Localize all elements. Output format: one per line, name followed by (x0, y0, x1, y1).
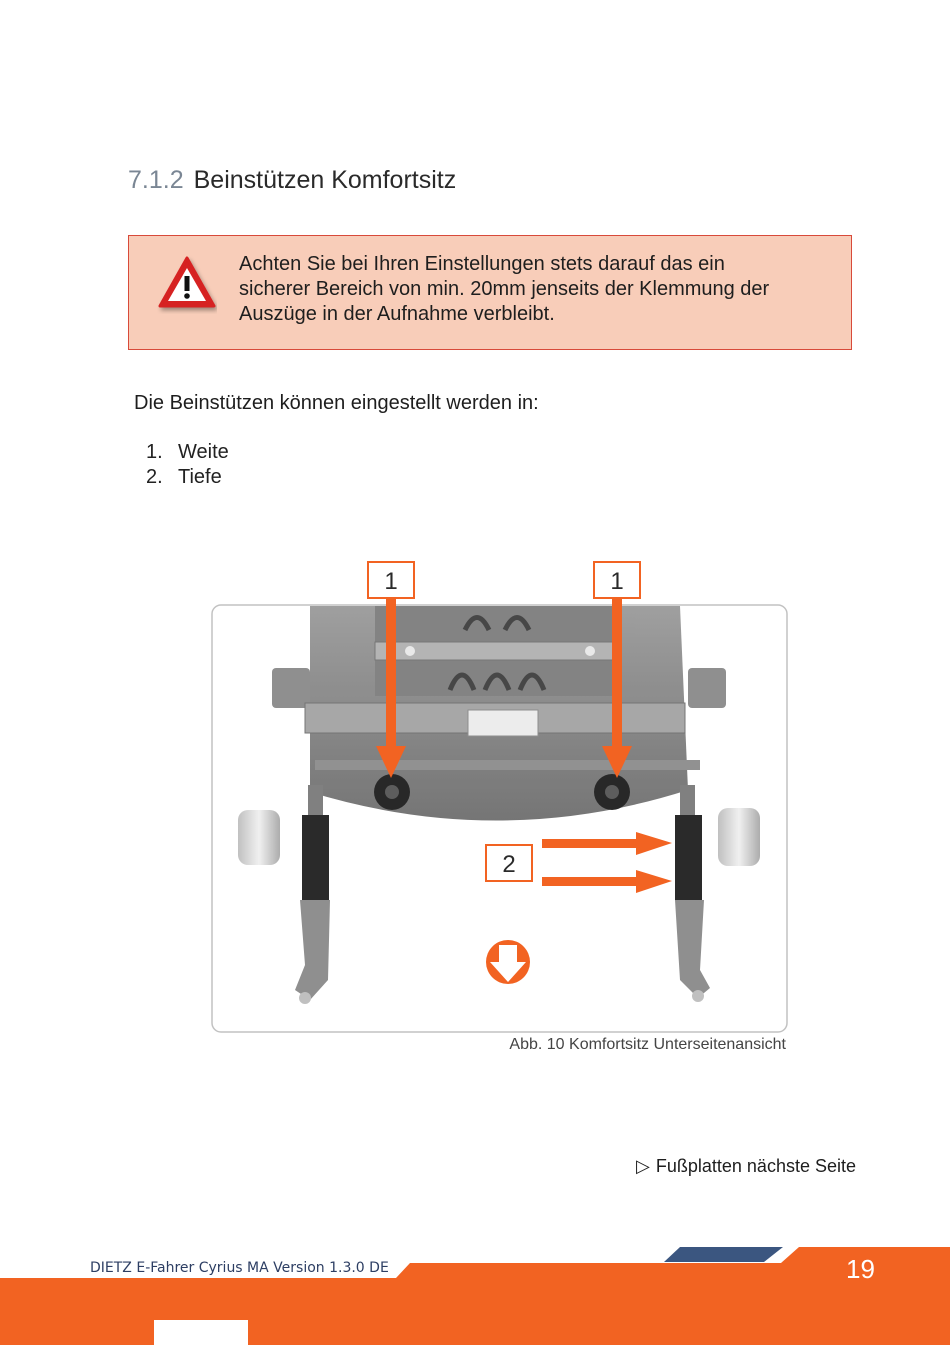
arrow-shaft (542, 877, 640, 886)
list-item: 1. Weite (146, 440, 229, 465)
callout-label: 1 (384, 568, 397, 595)
figure-caption: Abb. 10 Komfortsitz Unterseitenansicht (509, 1036, 786, 1053)
arrow-head-down-icon (602, 746, 632, 778)
callout-label: 1 (610, 568, 623, 595)
arrow-head-down-icon (376, 746, 406, 778)
seat-underside-figure: 1 1 2 (211, 561, 788, 1033)
list-number: 2. (146, 466, 163, 488)
callout-box-1-left (367, 561, 415, 599)
footer-tab (154, 1320, 248, 1345)
warning-line: Auszüge in der Aufnahme verbleibt. (239, 303, 555, 325)
warning-triangle-icon (158, 256, 216, 308)
arrow-shaft (612, 598, 622, 750)
page-number: 19 (846, 1254, 875, 1284)
triangle-right-icon: ▷ (636, 1156, 650, 1176)
arrow-shaft (542, 839, 640, 848)
footer-accent-navy (664, 1247, 783, 1262)
list-number: 1. (146, 441, 163, 463)
arrow-shaft (386, 598, 396, 750)
next-page-text: Fußplatten nächste Seite (655, 1156, 856, 1176)
down-arrow-circle-icon (486, 940, 530, 984)
next-page-hint: ▷ Fußplatten nächste Seite (636, 1156, 856, 1177)
seat-photo (238, 606, 760, 1004)
list-item: 2. Tiefe (146, 465, 229, 490)
arrow-head-right-icon (636, 832, 672, 855)
warning-line: sicherer Bereich von min. 20mm jenseits … (239, 278, 770, 300)
adjustment-list: 1. Weite 2. Tiefe (146, 440, 229, 490)
warning-line: Achten Sie bei Ihren Einstellungen stets… (239, 253, 725, 275)
callout-box-1-right (593, 561, 641, 599)
section-heading: 7.1.2 Beinstützen Komfortsitz (128, 166, 456, 195)
list-text: Weite (178, 441, 229, 463)
footer-document-title: DIETZ E-Fahrer Cyrius MA Version 1.3.0 D… (90, 1260, 389, 1276)
warning-text: Achten Sie bei Ihren Einstellungen stets… (239, 252, 839, 327)
list-text: Tiefe (178, 466, 222, 488)
intro-text: Die Beinstützen können eingestellt werde… (134, 392, 539, 414)
callout-label: 2 (502, 851, 515, 878)
callout-box-2 (485, 844, 533, 882)
warning-box: Achten Sie bei Ihren Einstellungen stets… (128, 235, 852, 350)
arrow-head-right-icon (636, 870, 672, 893)
footer-band (0, 1247, 950, 1345)
section-number: 7.1.2 (128, 166, 184, 194)
section-title: Beinstützen Komfortsitz (193, 166, 457, 194)
